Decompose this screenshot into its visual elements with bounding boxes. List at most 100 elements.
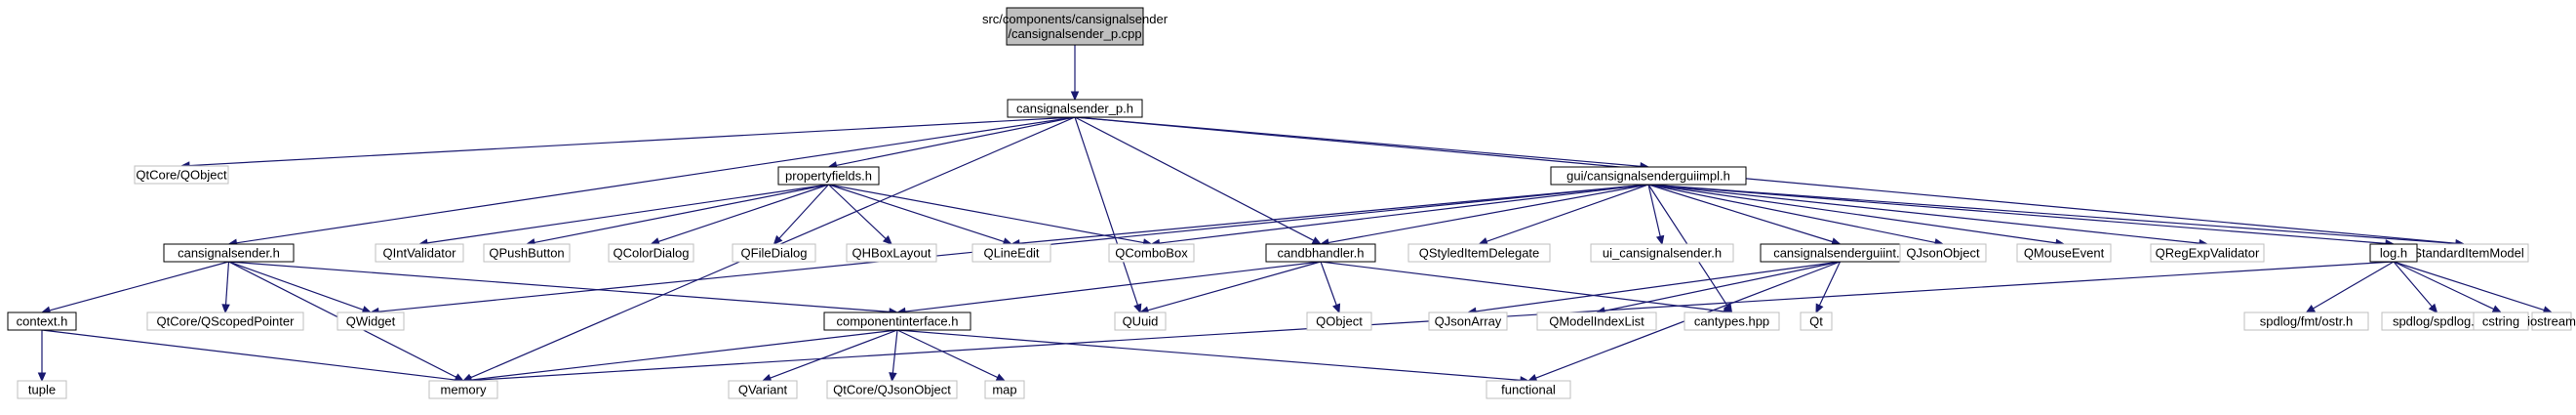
arrowhead-log_h-to-spdlog_spdlog_h [2428,303,2438,313]
node-box-componentinterface_h [823,311,971,331]
node-label-guiimpl_h: gui/cansignalsenderguiimpl.h [1566,169,1730,184]
edge-componentinterface_h-to-qvariant [770,329,898,379]
node-qjsonobject: QJsonObject [1899,243,1987,263]
node-box-qjsonobject [1899,243,1987,263]
node-qintvalidator: QIntValidator [375,243,464,263]
node-candbhandler_h[interactable]: candbhandler.h [1265,243,1376,263]
node-quuid: QUuid [1114,311,1167,331]
edge-propertyfields_h-to-qhboxlayout [828,184,887,239]
node-label-qjsonobject: QJsonObject [1906,246,1980,261]
arrowhead-log_h-to-cstring [2491,305,2503,313]
node-box-qt [1800,311,1833,331]
node-box-context_h [7,311,77,331]
node-box-qobject [1306,311,1372,331]
node-qfiledialog: QFileDialog [732,243,816,263]
node-label-qmouseevent: QMouseEvent [2024,246,2105,261]
node-qcombobox: QComboBox [1108,243,1195,263]
arrowhead-guiint_h-to-qt [1815,303,1824,314]
node-label-componentinterface_h: componentinterface.h [836,314,958,329]
node-qstyleditemdelegate: QStyledItemDelegate [1407,243,1551,263]
edge-propertyfields_h-to-qcolordialog [657,184,829,243]
node-label-qlineedit: QLineEdit [983,246,1039,261]
node-label-log_h: log.h [2380,246,2407,261]
edge-log_h-to-cstring [2393,261,2495,311]
node-label-ui_cansignalsender_h: ui_cansignalsender.h [1603,246,1722,261]
node-label-qwidget: QWidget [346,314,396,329]
node-qhboxlayout: QHBoxLayout [846,243,937,263]
node-qtcore_qscopedpointer: QtCore/QScopedPointer [146,311,304,331]
edge-guiimpl_h-to-candbhandler_h [1328,184,1649,244]
node-label-qpushbutton: QPushButton [489,246,564,261]
edge-propertyfields_h-to-qlineedit [828,184,1005,243]
edge-guiimpl_h-to-qregexpvalidator [1647,184,2200,244]
node-label-cansignalsender_h: cansignalsender.h [178,246,280,261]
node-box-iostream [2531,311,2572,331]
node-cantypes_hpp: cantypes.hpp [1684,311,1780,331]
node-box-functional [1486,380,1571,399]
node-label-qfiledialog: QFileDialog [741,246,808,261]
node-guiint_h[interactable]: cansignalsenderguiint.h [1760,243,1921,263]
edge-propertyfields_h-to-qfiledialog [778,184,829,239]
edge-cansignalsender_h-to-context_h [49,261,229,311]
arrowhead-root-to-p_h [1070,91,1080,102]
edge-cansignalsender_h-to-componentinterface_h [228,261,891,312]
node-label-cantypes_hpp: cantypes.hpp [1694,314,1769,329]
node-label-map: map [992,383,1016,397]
node-propertyfields_h[interactable]: propertyfields.h [777,166,880,186]
node-label-candbhandler_h: candbhandler.h [1278,246,1365,261]
edge-log_h-to-spdlog_fmt_ostr_h [2313,261,2395,310]
node-box-tuple [17,380,67,399]
node-label-propertyfields_h: propertyfields.h [785,169,872,184]
edge-log_h-to-iostream [2393,261,2545,311]
node-cansignalsender_h[interactable]: cansignalsender.h [163,243,295,263]
edge-guiimpl_h-to-guiint_h [1647,184,1834,243]
node-qcolordialog: QColorDialog [608,243,694,263]
node-box-cstring [2473,311,2529,331]
node-box-qpushbutton [483,243,571,263]
edge-guiimpl_h-to-qjsonobject [1647,184,1936,244]
edge-candbhandler_h-to-cantypes_hpp [1320,261,1724,312]
node-box-guiimpl_h [1550,166,1747,186]
node-spdlog_fmt_ostr_h: spdlog/fmt/ostr.h [2243,311,2369,331]
node-log_h[interactable]: log.h [2369,243,2418,263]
edge-p_h-to-cansignalsender_h [236,116,1076,244]
node-p_h[interactable]: cansignalsender_p.h [1007,99,1143,118]
node-box-qmodelindexlist [1536,311,1657,331]
node-root[interactable]: src/components/cansignalsender/cansignal… [982,7,1169,46]
edge-componentinterface_h-to-memory [470,329,898,381]
edge-guiimpl_h-to-qlineedit [1018,184,1649,244]
node-box-qtcore_qobject [134,165,229,185]
node-iostream: iostream [2527,311,2576,331]
node-box-ui_cansignalsender_h [1590,243,1734,263]
node-functional: functional [1486,380,1571,399]
node-label-qtcore_qscopedpointer: QtCore/QScopedPointer [157,314,296,329]
node-qobject: QObject [1306,311,1372,331]
node-memory: memory [428,380,498,399]
node-box-candbhandler_h [1265,243,1376,263]
node-guiimpl_h[interactable]: gui/cansignalsenderguiimpl.h [1550,166,1747,186]
edge-candbhandler_h-to-qobject [1320,261,1337,306]
node-qlineedit: QLineEdit [971,243,1051,263]
node-componentinterface_h[interactable]: componentinterface.h [823,311,971,331]
node-box-map [984,380,1025,399]
node-qvariant: QVariant [728,380,798,399]
node-label-spdlog_fmt_ostr_h: spdlog/fmt/ostr.h [2260,314,2353,329]
node-label-context_h: context.h [17,314,68,329]
node-qstandarditemmodel: QStandardItemModel [2398,243,2529,263]
arrowhead-context_h-to-tuple [37,372,47,383]
node-box-qhboxlayout [846,243,937,263]
node-label-qmodelindexlist: QModelIndexList [1549,314,1645,329]
node-layer: src/components/cansignalsender/cansignal… [7,7,2576,399]
node-label-iostream: iostream [2527,314,2576,329]
node-qpushbutton: QPushButton [483,243,571,263]
node-label-qcombobox: QComboBox [1115,246,1188,261]
node-box-cantypes_hpp [1684,311,1780,331]
edge-componentinterface_h-to-qtcore_qjsonobject [892,329,898,374]
node-box-log_h [2369,243,2418,263]
node-qmodelindexlist: QModelIndexList [1536,311,1657,331]
edge-guiimpl_h-to-qstyleditemdelegate [1486,184,1649,242]
node-box-qtcore_qscopedpointer [146,311,304,331]
node-context_h[interactable]: context.h [7,311,77,331]
arrowhead-guiimpl_h-to-ui_cansignalsender_h [1655,234,1665,246]
node-label-qobject: QObject [1316,314,1363,329]
